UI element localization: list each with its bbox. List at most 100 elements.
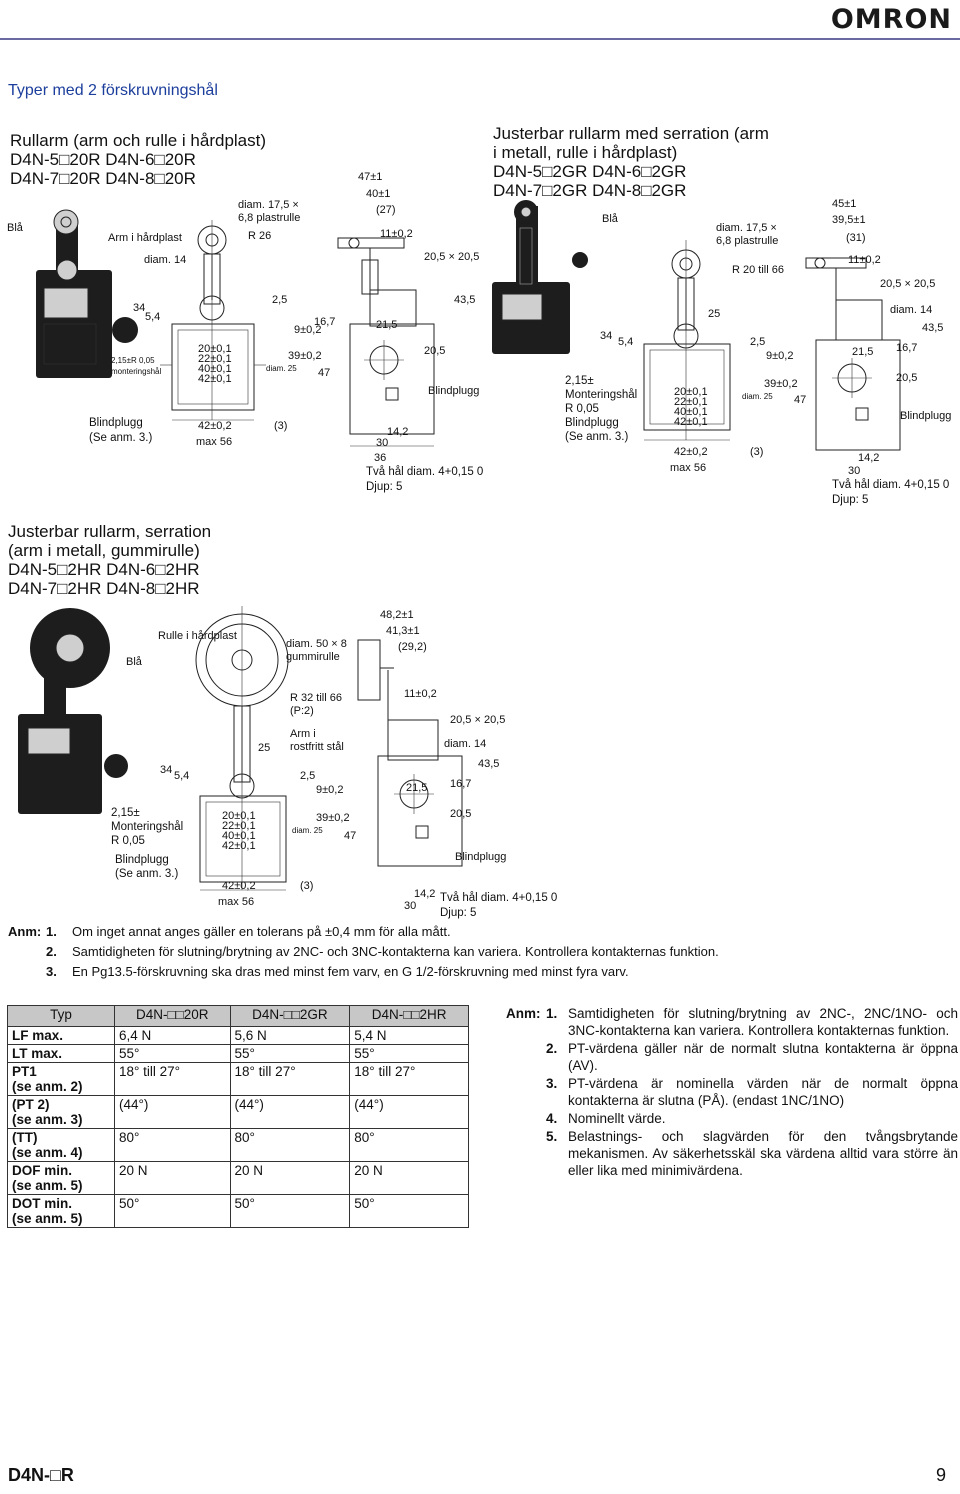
block3-roller-label: Rulle i hårdplast bbox=[158, 630, 237, 642]
cell: 20 N bbox=[229, 1161, 351, 1195]
b1-dim-39: 39±0,2 bbox=[288, 350, 322, 362]
block3-color-label: Blå bbox=[126, 656, 142, 668]
b2-mount-5: (Se anm. 3.) bbox=[565, 431, 629, 443]
cell: 6,4 N bbox=[114, 1026, 231, 1045]
footer-product-code: D4N-□R bbox=[8, 1465, 74, 1485]
b1-dim-3: (3) bbox=[274, 420, 288, 432]
b2-blindplugg-side: Blindplugg bbox=[900, 410, 952, 422]
b1-plug-1: Blindplugg bbox=[89, 417, 143, 429]
row-label-main: (PT 2) bbox=[12, 1097, 50, 1112]
note-2: 2. PT-värdena gäller när de normalt slut… bbox=[506, 1040, 958, 1074]
cell: 18° till 27° bbox=[114, 1062, 231, 1096]
b1-dim-5-4: 5,4 bbox=[145, 311, 161, 323]
notes-prefix: Anm: bbox=[8, 924, 42, 939]
b2-dim-2-5: 2,5 bbox=[750, 336, 766, 348]
b2-dim-47: 47 bbox=[794, 394, 807, 406]
b3-dim-34: 34 bbox=[160, 764, 173, 776]
block1-title-line2: D4N-5□20R D4N-6□20R bbox=[10, 150, 196, 169]
notes-table: Anm: 1. Samtidigheten för slutning/brytn… bbox=[506, 1005, 958, 1180]
b2-dim-16-7: 16,7 bbox=[896, 342, 918, 354]
b1-dim-20-5: 20,5 bbox=[424, 345, 446, 357]
b3-mount-3: R 0,05 bbox=[111, 835, 145, 847]
b2-dim-5-4: 5,4 bbox=[618, 336, 634, 348]
b1-dim-21-5: 21,5 bbox=[376, 319, 398, 331]
b2-dim-30: 30 bbox=[848, 465, 861, 477]
b2-hole-20: 20±0,1 bbox=[674, 386, 708, 398]
b3-dim-47: 47 bbox=[344, 830, 357, 842]
b3-hole-20: 20±0,1 bbox=[222, 810, 256, 822]
block1-arm-label: Arm i hårdplast bbox=[108, 232, 182, 244]
b3-dim-2-5: 2,5 bbox=[300, 770, 316, 782]
row-label: LT max. bbox=[7, 1044, 115, 1063]
b2-dim-14-2: 14,2 bbox=[858, 452, 880, 464]
block2-title-line2: i metall, rulle i hårdplast) bbox=[493, 143, 678, 162]
cell: (44°) bbox=[349, 1095, 469, 1129]
cell: 20 N bbox=[349, 1161, 469, 1195]
header-rule bbox=[0, 38, 960, 40]
b2-dim-20-5: 20,5 bbox=[896, 372, 918, 384]
b1-mount-2: monteringshål bbox=[111, 367, 162, 376]
notes-general: Anm: 1. Om inget annat anges gäller en t… bbox=[8, 922, 719, 982]
side-drawing-1 bbox=[337, 237, 435, 447]
b1-top-40: 40±1 bbox=[366, 188, 391, 200]
note-number: 2. bbox=[46, 944, 57, 959]
page-number: 9 bbox=[935, 1465, 946, 1485]
row-label-main: DOF min. bbox=[12, 1163, 72, 1178]
b1-holes-2: Djup: 5 bbox=[366, 481, 403, 493]
block3-title-line3: D4N-5□2HR D4N-6□2HR bbox=[8, 560, 200, 579]
b1-dim-14-2: 14,2 bbox=[387, 426, 409, 438]
table-row: PT1(se anm. 2) 18° till 27° 18° till 27°… bbox=[7, 1062, 469, 1096]
b2-hole-22: 22±0,1 bbox=[674, 396, 708, 408]
b3-dim-3: (3) bbox=[300, 880, 314, 892]
b1-top-11: 11±0,2 bbox=[380, 228, 413, 240]
b3-dim-39: 39±0,2 bbox=[316, 812, 350, 824]
row-label-main: LF max. bbox=[12, 1028, 64, 1043]
b3-dim-21-5: 21,5 bbox=[406, 782, 428, 794]
note-number: 1. bbox=[546, 1006, 558, 1021]
cell: 55° bbox=[349, 1044, 469, 1063]
col-header-typ: Typ bbox=[7, 1005, 115, 1027]
cell: 50° bbox=[229, 1194, 351, 1228]
row-label: LF max. bbox=[7, 1026, 115, 1045]
b2-mount-1: 2,15± bbox=[565, 375, 594, 387]
note-3: 3. En Pg13.5-förskruvning ska dras med m… bbox=[8, 962, 719, 982]
note-2: 2. Samtidigheten för slutning/brytning a… bbox=[8, 942, 719, 962]
row-label: (TT)(se anm. 4) bbox=[7, 1128, 115, 1162]
note-1: Anm: 1. Om inget annat anges gäller en t… bbox=[8, 922, 719, 942]
b2-mount-4: Blindplugg bbox=[565, 417, 619, 429]
b1-dim-2-5: 2,5 bbox=[272, 294, 288, 306]
cell: 5,6 N bbox=[229, 1026, 351, 1045]
b2-top-11: 11±0,2 bbox=[848, 254, 881, 266]
b3-dim-5-4: 5,4 bbox=[174, 770, 190, 782]
b2-top-diam14: diam. 14 bbox=[890, 304, 933, 316]
cell: (44°) bbox=[114, 1095, 231, 1129]
cell: 18° till 27° bbox=[229, 1062, 351, 1096]
b3-holes-2: Djup: 5 bbox=[440, 907, 477, 919]
table-row: LT max. 55° 55° 55° bbox=[7, 1044, 469, 1063]
b2-holes-2: Djup: 5 bbox=[832, 494, 869, 506]
b1-hole-42: 42±0,1 bbox=[198, 373, 232, 385]
b2-dim-max56: max 56 bbox=[670, 462, 707, 474]
switch-photo-1 bbox=[36, 209, 138, 378]
b2-mount-3: R 0,05 bbox=[565, 403, 599, 415]
b3-mount-5: (Se anm. 3.) bbox=[115, 868, 179, 880]
table-row: DOT min.(se anm. 5) 50° 50° 50° bbox=[7, 1194, 469, 1228]
b3-dim-14-2: 14,2 bbox=[414, 888, 436, 900]
b3-top-41-3: 41,3±1 bbox=[386, 625, 420, 637]
front-drawing-2 bbox=[643, 240, 731, 441]
block3-rubber-2: gummirulle bbox=[286, 651, 340, 663]
cell: 80° bbox=[229, 1128, 351, 1162]
cell: 18° till 27° bbox=[349, 1062, 469, 1096]
row-label: (PT 2)(se anm. 3) bbox=[7, 1095, 115, 1129]
b2-mount-2: Monteringshål bbox=[565, 389, 638, 401]
b3-top-48-2: 48,2±1 bbox=[380, 609, 414, 621]
note-text: Samtidigheten för slutning/brytning av 2… bbox=[568, 1006, 958, 1038]
side-drawing-2 bbox=[805, 257, 901, 451]
b2-dim-9: 9±0,2 bbox=[766, 350, 794, 362]
note-text: PT-värdena är nominella värden när de no… bbox=[568, 1076, 958, 1108]
b3-dim-25: 25 bbox=[258, 742, 271, 754]
block2-title-line1: Justerbar rullarm med serration (arm bbox=[493, 124, 769, 143]
col-header-2hr: D4N-□□2HR bbox=[349, 1005, 469, 1027]
b1-plug-2: (Se anm. 3.) bbox=[89, 432, 153, 444]
block1-diam14-label: diam. 14 bbox=[144, 254, 187, 266]
